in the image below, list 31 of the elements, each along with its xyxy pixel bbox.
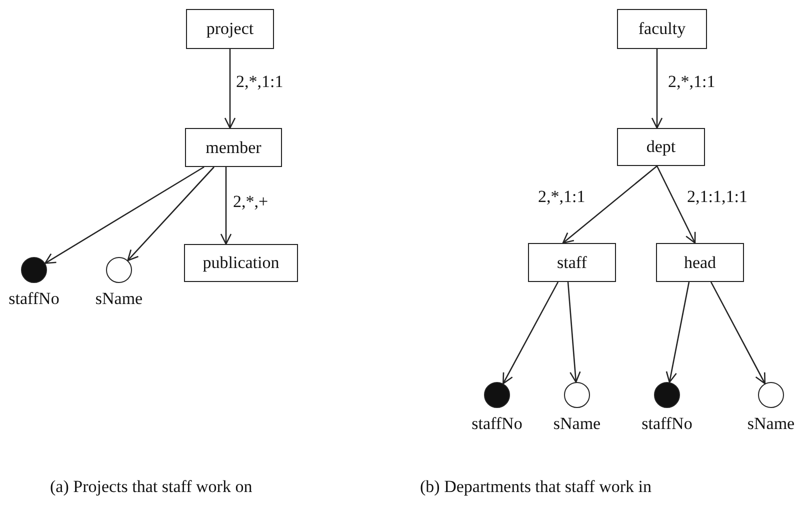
edge-label: 2,*,1:1 — [667, 73, 716, 92]
entity-box: dept — [617, 128, 705, 166]
edge-label: 2,1:1,1:1 — [686, 188, 748, 207]
entity-box: staff — [528, 243, 616, 282]
arrow — [651, 49, 663, 129]
attribute-label: sName — [95, 289, 143, 309]
entity-box: faculty — [617, 9, 707, 49]
arrow — [710, 282, 766, 384]
edge-label: 2,*,1:1 — [537, 188, 586, 207]
arrow — [127, 166, 214, 262]
entity-box: head — [656, 243, 744, 282]
arrow — [562, 166, 658, 244]
entity-box: project — [186, 9, 274, 49]
arrow — [224, 49, 236, 129]
arrow — [220, 167, 232, 245]
arrow — [502, 282, 559, 384]
arrow — [44, 166, 204, 264]
edge-label: 2,*,+ — [232, 193, 270, 212]
attribute-label: sName — [747, 414, 795, 434]
arrow — [567, 282, 581, 383]
entity-box: publication — [184, 244, 298, 282]
attribute-label: staffNo — [642, 414, 692, 434]
attribute-label: sName — [553, 414, 601, 434]
arrow — [666, 282, 690, 383]
entity-box: member — [185, 128, 282, 167]
attribute-label: staffNo — [472, 414, 522, 434]
subfigure-caption: (b) Departments that staff work in — [420, 477, 652, 497]
attribute-label: staffNo — [8, 289, 60, 309]
subfigure-caption: (a) Projects that staff work on — [50, 477, 252, 497]
arrow — [656, 166, 696, 244]
edge-label: 2,*,1:1 — [235, 73, 284, 92]
